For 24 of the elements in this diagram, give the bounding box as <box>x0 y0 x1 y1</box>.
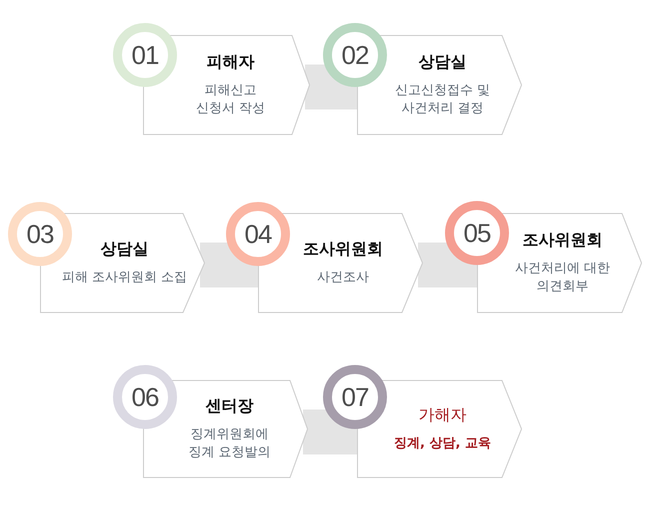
number-circle: 01 <box>113 23 177 87</box>
step-title: 피해자 <box>206 52 254 72</box>
step-title: 센터장 <box>206 396 254 416</box>
step-title: 가해자 <box>418 405 466 425</box>
number-circle: 05 <box>445 201 509 265</box>
step-description: 사건처리에 대한 의견회부 <box>514 260 612 296</box>
step-description: 사건조사 <box>317 269 369 287</box>
connector-band <box>418 242 477 288</box>
step-description: 피해 조사위원회 소집 <box>62 269 188 287</box>
step-title: 조사위원회 <box>303 239 383 259</box>
connector-band <box>200 242 258 288</box>
step-description: 징계위원회에 징계 요청발의 <box>187 426 272 462</box>
step-description: 피해신고 신청서 작성 <box>194 82 266 118</box>
step-description: 신고신청접수 및 사건처리 결정 <box>394 82 492 118</box>
number-circle: 02 <box>323 23 387 87</box>
number-circle: 06 <box>113 365 177 429</box>
step-title: 상담실 <box>100 239 148 259</box>
step-title: 조사위원회 <box>522 230 602 250</box>
number-circle: 03 <box>8 202 72 266</box>
connector-band <box>303 410 357 454</box>
number-circle: 07 <box>323 365 387 429</box>
connector-band <box>305 64 357 110</box>
step-description: 징계, 상담, 교육 <box>394 435 491 453</box>
step-title: 상담실 <box>418 52 466 72</box>
